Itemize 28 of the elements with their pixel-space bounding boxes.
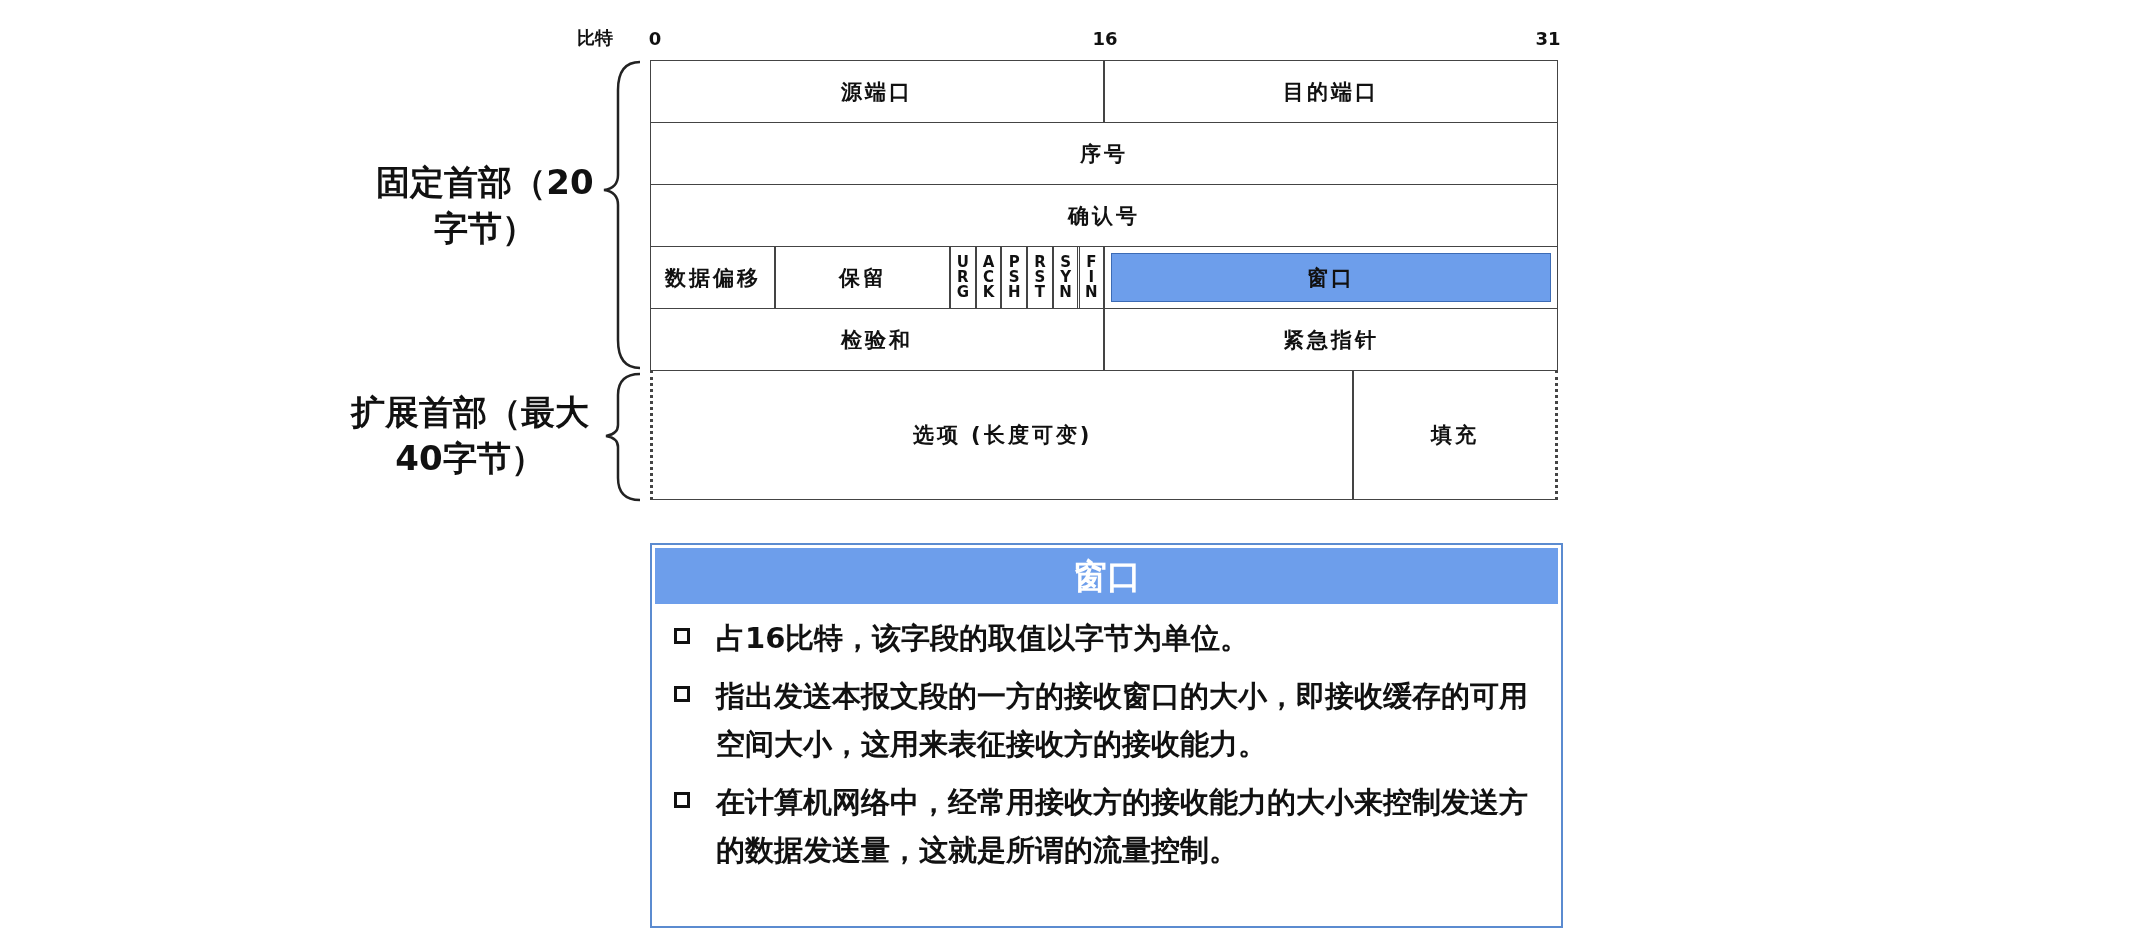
bit-tick-label: 0: [647, 26, 663, 51]
bullet-text: 在计算机网络中，经常用接收方的接收能力的大小来控制发送方的数据发送量，这就是所谓的流量控制。: [716, 785, 1528, 867]
header-field-cell: 确认号: [650, 184, 1558, 247]
window-field-cell: 窗口: [1111, 253, 1551, 302]
flag-bit-cell: PSH: [1001, 246, 1028, 309]
header-field-cell: 保留: [775, 246, 950, 309]
padding-field-cell: 填充: [1353, 370, 1558, 500]
bit-tick-label: 31: [1534, 26, 1562, 51]
header-field-cell: 紧急指针: [1104, 308, 1558, 371]
fixed-header-label: 固定首部（20字节）: [375, 161, 595, 250]
bit-tick-label: 16: [1091, 26, 1119, 51]
header-field-cell: 检验和: [650, 308, 1104, 371]
flag-bit-cell: RST: [1027, 246, 1053, 309]
options-field-cell: 选项 (长度可变): [650, 370, 1353, 500]
header-field-cell: 序号: [650, 122, 1558, 185]
header-field-cell: 源端口: [650, 60, 1104, 123]
flag-bit-cell: ACK: [975, 246, 1002, 309]
header-field-cell: 目的端口: [1104, 60, 1558, 123]
bullet-text: 占16比特，该字段的取值以字节为单位。: [716, 621, 1250, 655]
flag-bit-cell: FIN: [1078, 246, 1105, 309]
card-heading: 窗口: [655, 548, 1558, 604]
extension-header-label: 扩展首部（最大40字节）: [349, 391, 590, 480]
header-field-cell: 数据偏移: [650, 246, 775, 309]
info-card: [650, 543, 1563, 928]
bit-unit-label: 比特: [576, 26, 614, 50]
flag-bit-cell: URG: [950, 246, 976, 309]
bullet-text: 指出发送本报文段的一方的接收窗口的大小，即接收缓存的可用空间大小，这用来表征接收方的接收能力。: [716, 679, 1528, 761]
flag-bit-cell: SYN: [1052, 246, 1079, 309]
